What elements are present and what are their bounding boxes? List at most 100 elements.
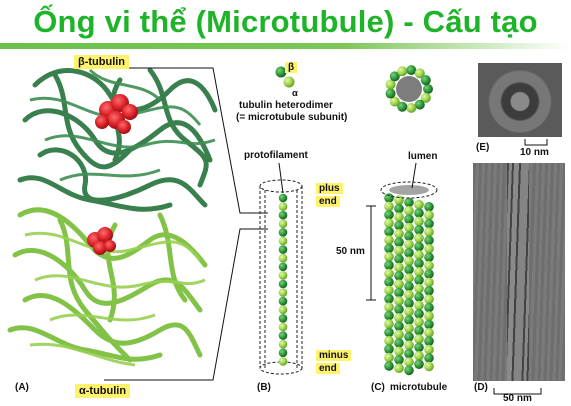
microtubule-subunit [404,290,414,300]
microtubule-subunit [414,208,424,218]
beta-symbol-label: β [285,62,298,73]
em-longitudinal-image [473,163,565,381]
microtubule-subunit [424,269,434,279]
ring-subunit [423,84,433,94]
microtubule-subunit [384,327,394,338]
microtubule-subunit [404,306,414,317]
microtubule-subunit [394,346,404,357]
microtubule-subunit [404,214,414,224]
protofilament-bead [278,236,288,246]
microtubule-subunit [404,273,414,283]
tubulin-ribbon-structure [7,67,218,367]
protofilament-bead [278,228,288,237]
microtubule-subunit [394,338,404,348]
protofilament-bead [278,314,288,323]
microtubule-subunit [414,325,424,336]
microtubule-subunit [424,336,434,347]
page-title: Ống vi thể (Microtubule) - Cấu tạo [33,4,538,39]
microtubule-subunit [394,287,404,298]
microtubule-subunit [424,353,434,363]
protofilament-bead [278,271,288,280]
microtubule-subunit [424,202,434,212]
protofilament-beads [278,193,288,366]
microtubule-subunit [394,237,404,247]
microtubule-subunit [394,195,404,205]
microtubule-subunit [384,226,394,237]
protofilament-bead [278,288,288,297]
microtubule-subunit [394,355,404,365]
gtp-binding-site-beta [95,94,138,134]
protofilament-bead [278,262,288,272]
em-cross-section-image [478,63,562,137]
microtubule-subunit [384,218,394,228]
panel-c-label: (C) [371,382,385,393]
beta-tubulin-label: β-tubulin [74,55,130,69]
gtp-binding-site-alpha [87,227,116,255]
microtubule-subunit [384,251,394,262]
microtubule-subunit [424,328,434,338]
microtubule-subunit [404,332,414,342]
microtubule-subunit [394,363,404,374]
protofilament-bead [278,339,288,349]
microtubule-subunit [424,361,434,372]
microtubule-subunit [414,342,424,353]
panel-a-label: (A) [15,382,29,393]
microtubule-subunit [404,365,414,376]
microtubule-subunit [424,260,434,271]
microtubule-subunit [414,250,424,260]
plus-end-label: end [316,196,340,207]
ring-subunit [414,68,425,79]
scale-bar-10nm-em [524,139,548,146]
microtubule-subunit [414,317,424,328]
microtubule-subunit [384,294,394,304]
microtubule-subunit [384,285,394,296]
microtubule-subunit [384,302,394,313]
protofilament-bead [278,193,288,203]
microtubule-subunit [394,329,404,340]
microtubule-subunit [404,256,414,267]
microtubule-subunit [414,309,424,319]
microtubule-subunit [384,277,394,287]
microtubule-subunit [414,225,424,235]
ring-subunit [385,88,396,99]
microtubule-subunit [414,334,424,344]
microtubule-subunit [384,201,394,212]
microtubule-subunit [414,199,424,210]
microtubule-subunit [404,206,414,216]
title-underline [0,43,571,49]
ring-subunit [397,66,408,77]
minus-end-label: end [316,363,340,374]
tubulin-heterodimer-icon [275,66,295,88]
minus-label: minus [316,350,352,361]
microtubule-subunit [404,315,414,325]
leader-lines [104,67,268,381]
ring-subunit [397,101,408,112]
microtubule-subunit [394,254,404,264]
heterodimer-label: tubulin heterodimer [239,100,333,111]
microtubule-subunit [414,267,424,277]
microtubule-subunit [394,262,404,273]
protofilament-bead [278,348,288,358]
ring-subunit [406,65,417,76]
panel-e-label: (E) [476,142,490,153]
microtubule-subunit [394,271,404,281]
microtubule-subunit [424,277,434,288]
protofilament-bead [278,296,288,306]
microtubule-subunit [404,357,414,367]
microtubule-subunit [384,210,394,220]
microtubule-subunit [424,302,434,313]
microtubule-subunit [394,212,404,222]
microtubule-subunit [424,227,434,237]
microtubule-subunit [384,361,394,371]
microtubule-subunit [424,311,434,321]
ring-subunit [389,96,400,107]
lumen-label: lumen [408,151,438,162]
microtubule-subunit [424,344,434,355]
microtubule-cross-section [385,65,433,113]
microtubule-subunit [414,233,424,243]
microtubule-subunit [404,222,414,233]
ring-subunit [420,75,431,86]
microtubule-subunit [384,310,394,321]
scale-bar-50nm [366,205,376,301]
microtubule-subunit [394,220,404,231]
